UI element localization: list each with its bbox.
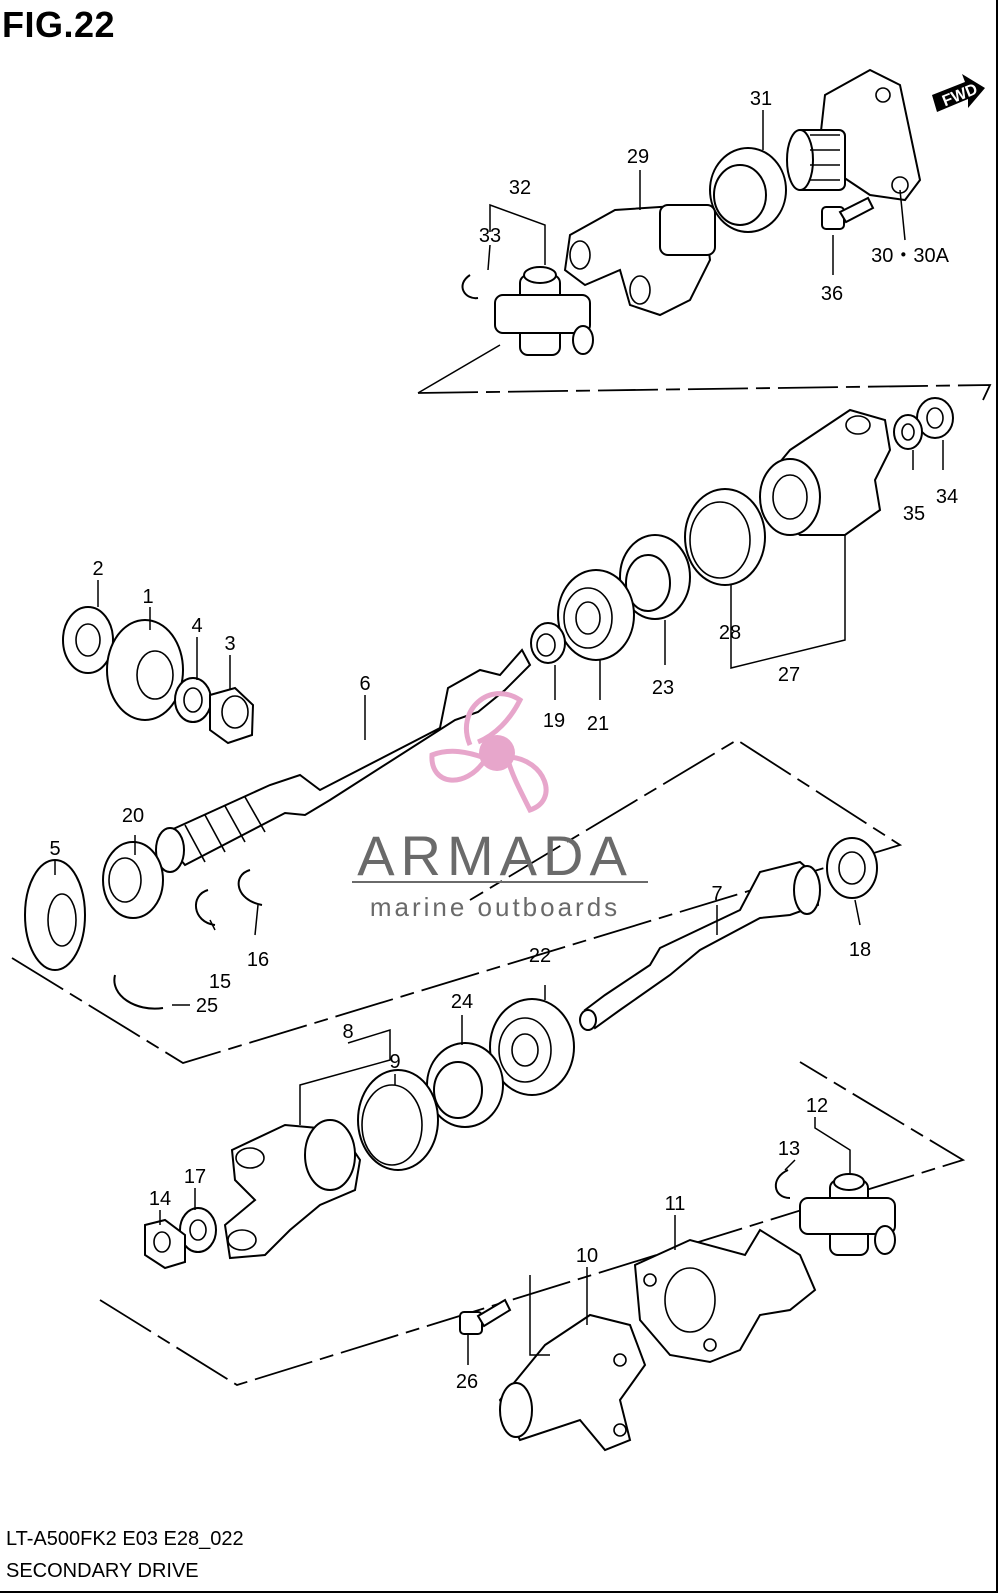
figure-title: FIG.22 [2,4,116,45]
callout-23: 23 [652,677,674,699]
callout-20: 20 [122,805,144,827]
callout-34: 34 [936,486,958,508]
part-23-seal [619,534,691,620]
part-10-flange [498,1313,647,1452]
part-36-bolt [821,196,875,230]
part-22-bearing [489,998,575,1096]
part-32-spider [494,266,594,356]
callout-24: 24 [451,991,473,1013]
callout-14: 14 [149,1188,171,1210]
part-2-washer [62,606,114,674]
part-27-yoke [759,408,892,536]
callout-6: 6 [359,673,370,695]
callout-22: 22 [529,945,551,967]
callout-15: 15 [209,971,231,993]
callout-10: 10 [576,1245,598,1267]
part-35-washer [893,414,923,450]
callout-19: 19 [543,710,565,732]
callout-29: 29 [627,146,649,168]
callout-30-30a: 30・30A [871,245,949,267]
part-5-gear [24,859,86,971]
callout-11: 11 [665,1193,686,1215]
callout-25: 25 [196,995,218,1017]
section-name: SECONDARY DRIVE [6,1560,199,1582]
callout-1: 1 [142,586,153,608]
part-16-circlip [237,869,263,906]
part-17-washer [179,1207,217,1253]
callout-3: 3 [224,633,235,655]
callout-13: 13 [778,1138,800,1160]
callout-33: 33 [479,225,501,247]
part-31-seal [709,147,787,233]
callout-35: 35 [903,503,925,525]
model-code: LT-A500FK2 E03 E28_022 [6,1528,244,1550]
fwd-arrow-icon: FWD [932,74,985,112]
part-8-yoke [223,1119,362,1260]
callout-32: 32 [509,177,531,199]
part-28-seal [684,488,766,586]
part-20-bearing [102,841,164,919]
part-11-yoke [633,1228,817,1364]
leader-lines [54,110,944,1365]
callout-36: 36 [821,283,843,305]
part-14-nut [144,1218,186,1270]
callout-5: 5 [49,838,60,860]
part-33-circlip [461,274,479,300]
callout-21: 21 [587,713,609,735]
callout-28: 28 [719,622,741,644]
part-18-washer [826,837,878,899]
part-4-washer [174,677,212,723]
group-outlines [11,344,992,1386]
watermark-tagline: marine outboards [370,892,620,922]
part-21-bearing [557,569,635,661]
part-24-seal [426,1042,504,1128]
part-9-seal [357,1069,439,1171]
callout-31: 31 [750,88,772,110]
callout-26: 26 [456,1371,478,1393]
callout-labels: 1 2 3 4 5 6 7 8 9 10 11 12 13 14 15 16 1… [49,88,958,1393]
part-29-yoke [563,203,716,317]
part-1-gear [106,619,184,721]
callout-17: 17 [184,1166,206,1188]
callout-12: 12 [806,1095,828,1117]
watermark-name: ARMADA [357,824,633,887]
callout-16: 16 [247,949,269,971]
part-19-washer [530,622,566,664]
callout-9: 9 [389,1051,400,1073]
part-13-circlip [774,1169,791,1199]
part-6-shaft [155,648,532,873]
part-15-circlip [194,889,216,926]
callout-4: 4 [191,615,202,637]
callout-18: 18 [849,939,871,961]
part-25-circlip [113,974,164,1010]
part-3-nut [209,686,255,745]
part-26-bolt [459,1298,512,1335]
part-12-spider [799,1173,896,1256]
callout-8: 8 [342,1021,353,1043]
callout-7: 7 [711,883,722,905]
armada-logo-icon [429,691,549,814]
part-30-flange [786,68,922,202]
callout-2: 2 [92,558,103,580]
part-7-shaft [579,860,821,1031]
callout-27: 27 [778,664,800,686]
